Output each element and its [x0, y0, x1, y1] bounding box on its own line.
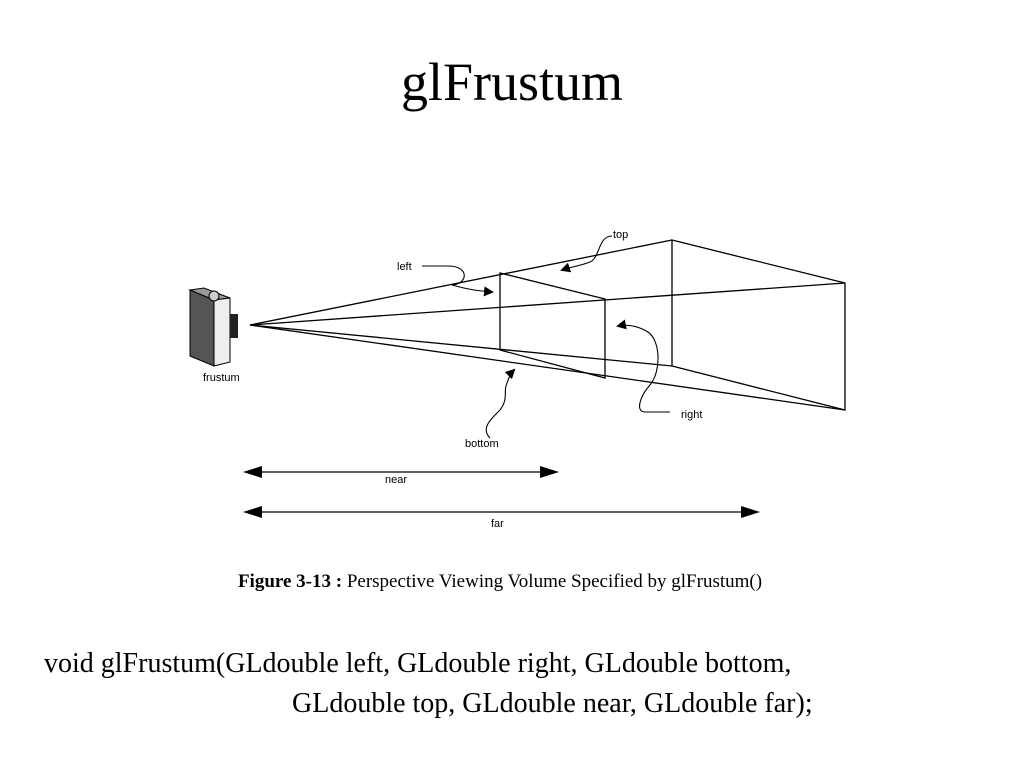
label-far: far [491, 518, 504, 530]
leader-lines [422, 235, 670, 439]
label-camera: frustum [203, 372, 240, 384]
label-bottom: bottom [465, 438, 499, 450]
near-dimension: near [243, 466, 559, 486]
figure-caption-text: Perspective Viewing Volume Specified by … [346, 571, 763, 592]
label-left: left [397, 261, 412, 273]
label-right: right [681, 409, 702, 421]
near-plane [499, 272, 606, 379]
function-signature: void glFrustum(GLdouble left, GLdouble r… [44, 644, 1004, 724]
far-plane [671, 239, 846, 411]
label-near: near [385, 474, 407, 486]
figure-number: Figure 3-13 : [237, 571, 343, 592]
signature-line-1: void glFrustum(GLdouble left, GLdouble r… [44, 648, 792, 679]
figure-caption: Figure 3-13 : Perspective Viewing Volume… [0, 568, 1000, 596]
frustum-edges [249, 239, 846, 411]
signature-line-2: GLdouble top, GLdouble near, GLdouble fa… [292, 688, 813, 719]
camera-icon [188, 287, 238, 367]
label-top: top [613, 229, 628, 241]
slide-title: glFrustum [400, 52, 624, 112]
far-dimension: far [243, 506, 760, 530]
